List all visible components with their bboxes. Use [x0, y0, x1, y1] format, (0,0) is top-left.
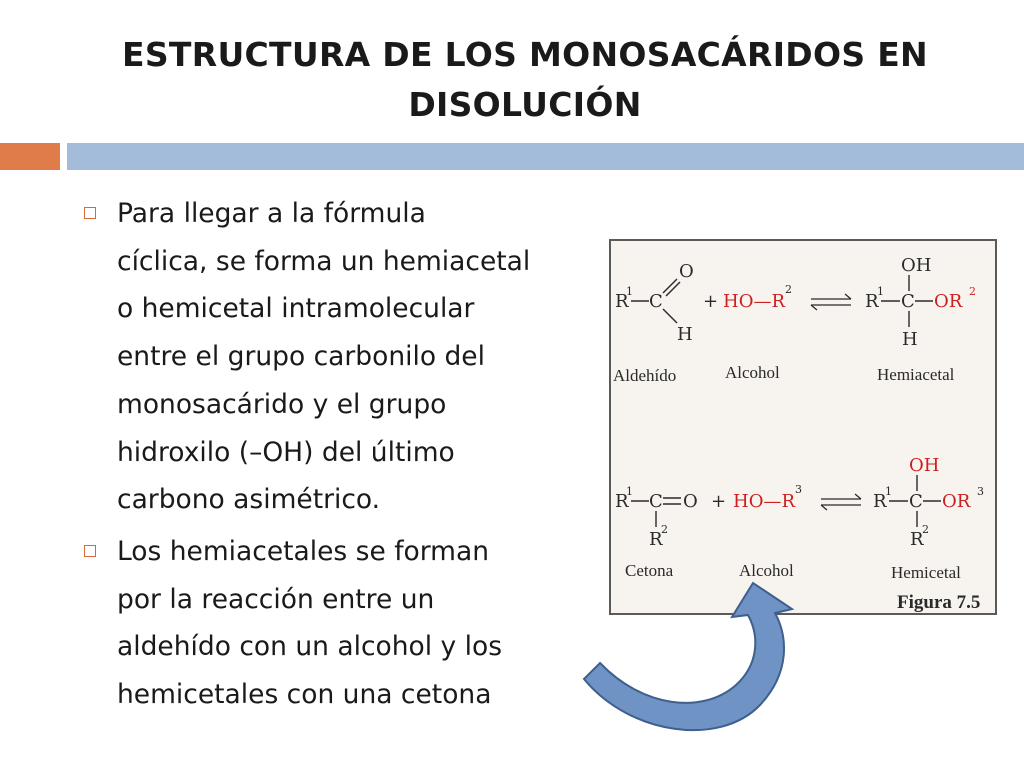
bullet-line: entre el grupo carbonilo del	[117, 341, 485, 373]
svg-text:H: H	[902, 329, 918, 350]
ketone-structure: R 1 C O R 2	[615, 485, 698, 550]
hemiketal-label: Hemicetal	[891, 563, 961, 582]
bullet-line: carbono asimétrico.	[117, 484, 381, 516]
slide-title: ESTRUCTURA DE LOS MONOSACÁRIDOS EN DISOL…	[60, 30, 990, 130]
product-or-superscript: 2	[969, 285, 976, 298]
svg-text:1: 1	[885, 485, 892, 498]
bullet-line: monosacárido y el grupo	[117, 388, 447, 420]
alcohol-structure-2: HO—R 3	[733, 483, 802, 512]
bullet-item: Para llegar a la fórmula cíclica, se for…	[80, 190, 600, 524]
hemiketal-structure: OH R 1 C OR 3 R 2	[873, 455, 984, 550]
svg-text:2: 2	[922, 523, 929, 536]
figure-label: Figura 7.5	[897, 592, 980, 613]
svg-text:1: 1	[877, 285, 884, 298]
hemiacetal-structure: OH R 1 C OR 2 H	[865, 255, 976, 350]
slide-title-line-1: ESTRUCTURA DE LOS MONOSACÁRIDOS EN	[122, 35, 928, 74]
svg-text:H: H	[677, 324, 693, 345]
alcohol-superscript: 3	[795, 483, 802, 496]
alcohol-superscript: 2	[785, 283, 792, 296]
svg-text:R: R	[649, 529, 663, 550]
bullet-line: Los hemiacetales se forman	[117, 535, 490, 567]
bullet-list: Para llegar a la fórmula cíclica, se for…	[80, 190, 600, 723]
svg-text:C: C	[649, 291, 663, 312]
svg-text:1: 1	[626, 485, 633, 498]
svg-text:R: R	[615, 291, 629, 312]
aldehyde-structure: R 1 C O H	[615, 261, 694, 345]
alcohol-structure-1: HO—R 2	[723, 283, 792, 312]
reaction-diagram: R 1 C O H + HO—R 2 OH R 1 C	[613, 255, 984, 613]
hemiacetal-label: Hemiacetal	[877, 365, 955, 384]
svg-text:OH: OH	[901, 255, 931, 276]
alcohol-label-2: Alcohol	[739, 561, 794, 580]
svg-text:R: R	[615, 491, 629, 512]
svg-text:O: O	[679, 261, 694, 282]
aldehyde-label: Aldehído	[613, 366, 676, 385]
bullet-line: cíclica, se forma un hemiacetal	[117, 245, 531, 277]
bullet-line: hemicetales con una cetona	[117, 679, 492, 711]
equilibrium-arrow-1	[810, 293, 852, 311]
svg-text:O: O	[683, 491, 698, 512]
svg-text:R: R	[873, 491, 887, 512]
bullet-line: Para llegar a la fórmula	[117, 198, 426, 229]
svg-text:2: 2	[661, 523, 668, 536]
plus-sign: +	[703, 291, 718, 312]
bullet-line: por la reacción entre un	[117, 583, 435, 615]
reaction-figure: R 1 C O H + HO—R 2 OH R 1 C	[609, 239, 997, 615]
ketone-label: Cetona	[625, 561, 674, 580]
bullet-line: o hemicetal intramolecular	[117, 293, 475, 325]
bullet-line: aldehído con un alcohol y los	[117, 631, 503, 663]
accent-bar-blue	[67, 143, 1024, 170]
svg-text:C: C	[901, 291, 915, 312]
bullet-item: Los hemiacetales se forman por la reacci…	[80, 528, 600, 719]
svg-text:C: C	[649, 491, 663, 512]
equilibrium-arrow-2	[820, 493, 862, 511]
svg-text:OH: OH	[909, 455, 939, 476]
curved-arrow-icon	[582, 581, 795, 732]
svg-text:R: R	[910, 529, 924, 550]
svg-text:C: C	[909, 491, 923, 512]
product-or: OR	[942, 491, 971, 512]
svg-text:1: 1	[626, 285, 633, 298]
alcohol-formula: HO—R	[733, 491, 795, 512]
square-bullet-icon	[84, 207, 96, 219]
square-bullet-icon	[84, 544, 96, 557]
bullet-line: hidroxilo (–OH) del último	[117, 436, 455, 468]
alcohol-label-1: Alcohol	[725, 363, 780, 382]
plus-sign: +	[711, 491, 726, 512]
product-or: OR	[934, 291, 963, 312]
alcohol-formula: HO—R	[723, 291, 785, 312]
svg-text:R: R	[865, 291, 879, 312]
accent-bar-orange	[0, 143, 60, 170]
product-or-superscript: 3	[977, 485, 984, 498]
slide-title-line-2: DISOLUCIÓN	[408, 85, 642, 124]
